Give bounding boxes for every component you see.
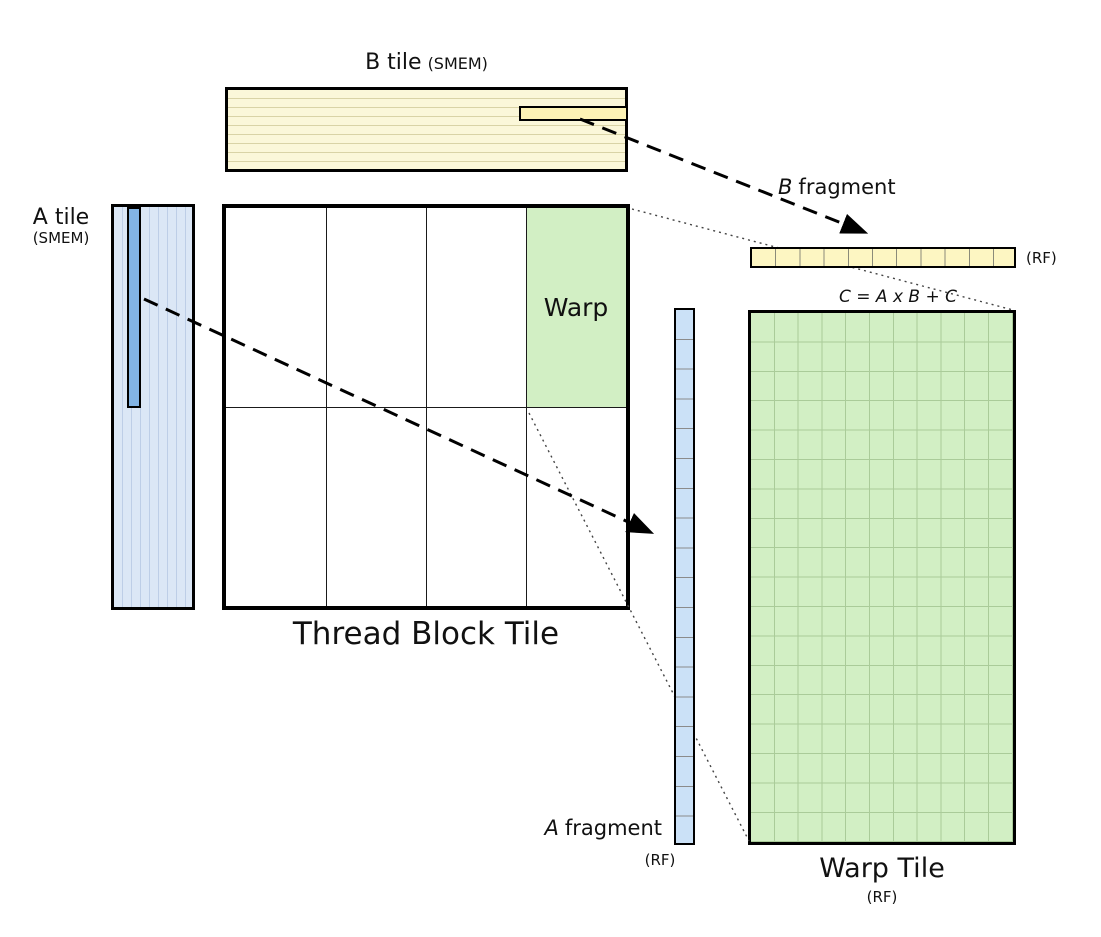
warp-tile bbox=[748, 310, 1016, 845]
a-fragment-rf-label: (RF) bbox=[644, 851, 676, 869]
b-tile-mem-label: (SMEM) bbox=[427, 54, 488, 73]
a-tile-mem-label: (SMEM) bbox=[32, 229, 90, 248]
thread-block-tile-label: Thread Block Tile bbox=[292, 616, 560, 652]
a-tile-label: A tile (SMEM) bbox=[14, 205, 108, 248]
b-fragment-var: B bbox=[778, 175, 793, 199]
b-tile-smem bbox=[225, 87, 628, 172]
warp-tile-rf-label: (RF) bbox=[866, 888, 898, 906]
a-tile-highlight-strip bbox=[127, 207, 141, 408]
a-fragment-var: A bbox=[544, 816, 559, 840]
tbt-grid-line-h1 bbox=[226, 407, 626, 408]
a-tile-smem bbox=[111, 204, 195, 610]
b-fragment-word: fragment bbox=[798, 175, 896, 199]
b-fragment-rf-label: (RF) bbox=[1026, 249, 1057, 267]
b-tile-label: B tile (SMEM) bbox=[225, 50, 628, 75]
warp-tile-label: Warp Tile bbox=[819, 853, 945, 884]
b-fragment-strip bbox=[750, 247, 1016, 268]
gemm-equation: C = A x B + C bbox=[838, 287, 957, 307]
a-fragment-word: fragment bbox=[564, 816, 662, 840]
a-fragment-strip bbox=[674, 308, 695, 845]
b-tile-title: B tile bbox=[365, 50, 422, 75]
warp-cell: Warp bbox=[526, 208, 626, 407]
a-tile-title: A tile bbox=[32, 205, 90, 230]
warp-cell-label: Warp bbox=[543, 293, 609, 322]
thread-block-tile: Warp bbox=[222, 204, 630, 610]
b-tile-highlight-strip bbox=[519, 106, 628, 121]
